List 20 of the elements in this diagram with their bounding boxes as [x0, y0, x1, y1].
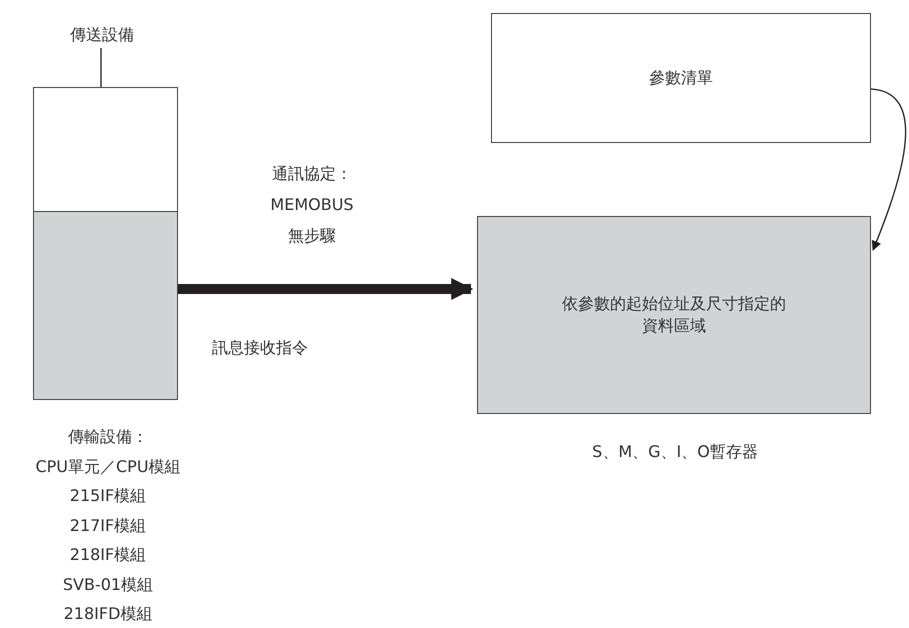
curved-arrow: [870, 88, 906, 251]
data-area-box: [477, 216, 871, 414]
device-list-text: SVB-01模組: [62, 574, 154, 594]
note-text: 訊息接收指令: [212, 338, 308, 358]
leader-line: [100, 48, 102, 87]
box-text: 依參數的起始位址及尺寸指定的資料區域: [561, 293, 787, 337]
register-label: S、M、G、I、O暫存器: [591, 442, 759, 462]
device-list-text: 215IF模組: [68, 486, 148, 506]
device-list-text: 傳輸設備：: [67, 427, 149, 447]
device-list-text: 218IFD模組: [62, 604, 154, 624]
device-list-text: 217IF模組: [68, 516, 148, 536]
thick-arrow: [178, 278, 474, 300]
edge-label: 通訊協定： MEMOBUS 無步驟: [269, 163, 355, 247]
device-list-text: 218IF模組: [68, 545, 148, 565]
parameter-list-box: [491, 13, 871, 143]
box-text: 參數清單: [649, 67, 713, 89]
lower-section-box: [33, 211, 178, 400]
device-list-text: CPU單元／CPU模組: [34, 456, 182, 476]
upper-section-box: [33, 87, 178, 212]
device-label: 傳送設備: [70, 24, 134, 46]
